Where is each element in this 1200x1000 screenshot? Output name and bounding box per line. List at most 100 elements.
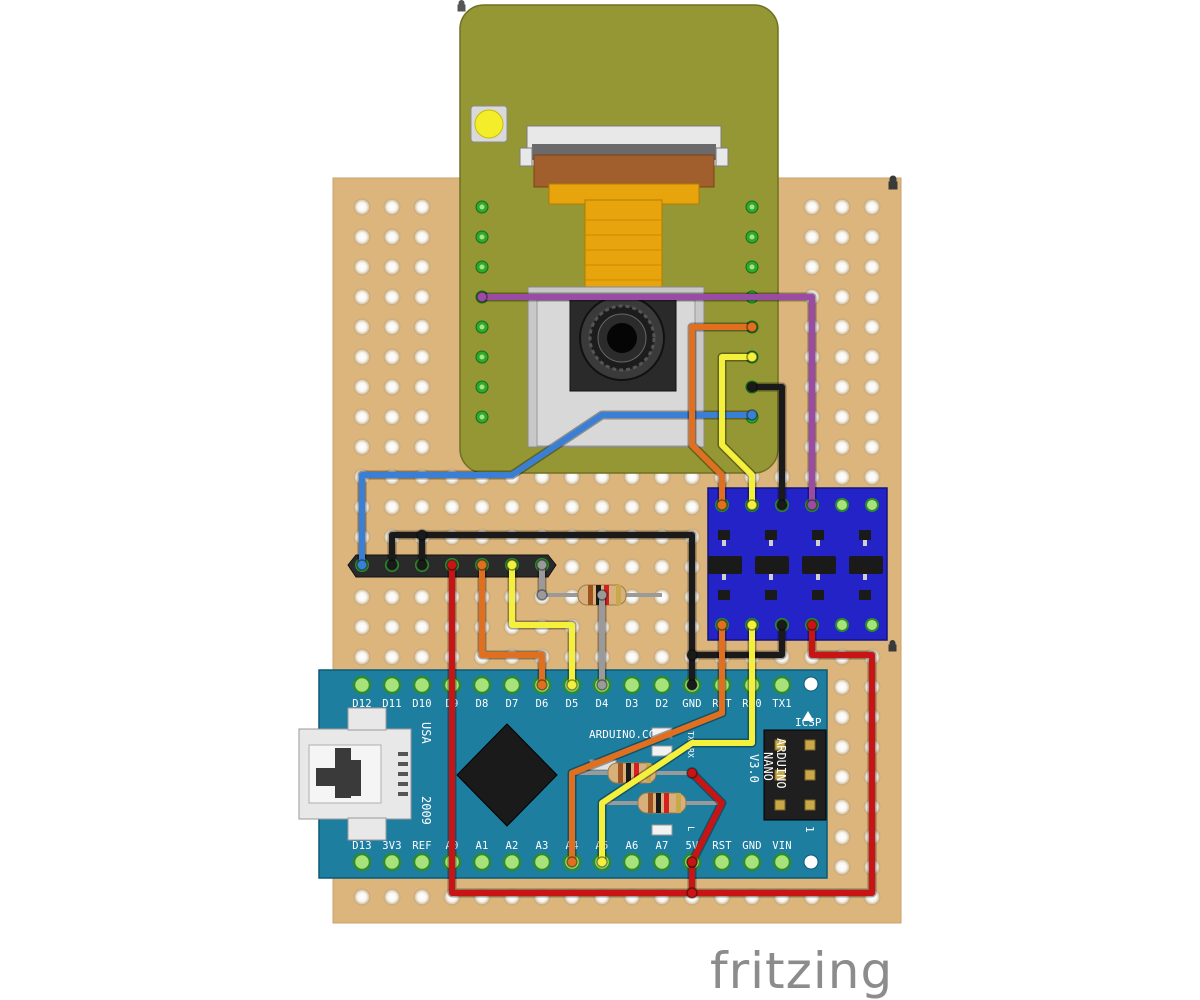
- nano-top-pin-label: D5: [565, 698, 578, 710]
- perfboard-hole: [833, 258, 851, 276]
- nano-bottom-pin-label: A6: [625, 840, 638, 852]
- perfboard-hole: [383, 288, 401, 306]
- mosfet-resistor-top: [859, 530, 871, 540]
- black-wire-header-gnd-end: [686, 679, 698, 691]
- perfboard-hole: [353, 618, 371, 636]
- nano-top-pin-label: D10: [412, 698, 432, 710]
- fpc-connector-top-right: [715, 147, 729, 167]
- perfboard-hole: [413, 258, 431, 276]
- mosfet-resistor-bottom: [765, 590, 777, 600]
- perfboard-hole: [383, 408, 401, 426]
- icsp-header[interactable]: [763, 729, 827, 821]
- nano-bottom-pin: [712, 852, 732, 872]
- nano-bottom-pin-label: RST: [712, 840, 732, 852]
- perfboard-hole: [803, 228, 821, 246]
- mosfet-contact-top: [722, 540, 726, 546]
- mosfet-resistor-bottom: [718, 590, 730, 600]
- resistor-band: [616, 585, 621, 605]
- black-wire-header-jumper-end: [416, 529, 428, 541]
- perfboard-hole: [833, 348, 851, 366]
- resistor-3: [602, 792, 722, 814]
- perfboard-hole: [653, 498, 671, 516]
- yellow-wire-shifter-end: [596, 856, 608, 868]
- nano-top-pin: [502, 675, 522, 695]
- mosfet-contact-top: [863, 540, 867, 546]
- perfboard-hole: [353, 648, 371, 666]
- perfboard-hole: [803, 258, 821, 276]
- perfboard-hole: [353, 288, 371, 306]
- perfboard-hole: [413, 408, 431, 426]
- orange-wire-header-end: [476, 559, 488, 571]
- perfboard-hole: [503, 498, 521, 516]
- perfboard-hole: [833, 708, 851, 726]
- nano-mount-hole-tr: [803, 676, 819, 692]
- perfboard-hole: [833, 798, 851, 816]
- perfboard-hole: [383, 888, 401, 906]
- nano-year-label: 2009: [419, 796, 433, 825]
- purple-wire-end: [806, 499, 818, 511]
- icsp-pin: [804, 739, 816, 751]
- yellow-wire-header-end: [566, 679, 578, 691]
- flex-cable: [584, 199, 663, 291]
- nano-bottom-pin: [652, 852, 672, 872]
- perfboard-hole: [863, 258, 881, 276]
- perfboard-hole: [833, 378, 851, 396]
- orange-wire-camera: [689, 324, 755, 508]
- flex-cable-traces: [585, 219, 662, 281]
- perfboard-hole: [593, 498, 611, 516]
- nano-l-led-label: L: [685, 826, 695, 831]
- nano-usa-label: USA: [419, 722, 433, 744]
- camera-pad-left-center: [479, 414, 485, 420]
- red-wire-5v-end: [686, 887, 698, 899]
- perfboard-hole: [863, 348, 881, 366]
- black-wire-header-gnd-end: [386, 559, 398, 571]
- nano-top-pin-label: D3: [625, 698, 638, 710]
- perfboard-hole: [833, 228, 851, 246]
- flex-cable-head: [533, 154, 715, 188]
- perfboard-hole: [383, 198, 401, 216]
- mosfet-contact-bottom: [769, 574, 773, 580]
- nano-bottom-pin: [772, 852, 792, 872]
- nano-maker-label: ARDUINO.CC: [589, 728, 655, 741]
- nano-top-pin: [772, 675, 792, 695]
- perfboard-hole: [383, 348, 401, 366]
- usb-contacts: [398, 752, 408, 796]
- perfboard-hole: [353, 348, 371, 366]
- mosfet-resistor-bottom: [859, 590, 871, 600]
- camera-module: [457, 0, 779, 474]
- orange-wire-camera-end: [716, 499, 728, 511]
- nano-top-pin: [352, 675, 372, 695]
- gray-wire-d4-end: [596, 679, 608, 691]
- level-shifter-pin-bottom: [865, 618, 879, 632]
- red-wire-resistor: [689, 770, 725, 865]
- perfboard-hole: [833, 768, 851, 786]
- nano-bottom-pin-label: A7: [655, 840, 668, 852]
- resistor-band: [618, 763, 623, 783]
- perfboard-hole: [833, 438, 851, 456]
- icsp-pin: [774, 769, 786, 781]
- nano-top-pin-label: D11: [382, 698, 402, 710]
- perfboard-hole: [833, 678, 851, 696]
- nano-top-pin-label: D4: [595, 698, 608, 710]
- mosfet: [802, 556, 836, 574]
- perfboard-hole: [383, 588, 401, 606]
- perfboard-hole: [413, 318, 431, 336]
- black-wire-shifter-gnd-end: [686, 649, 698, 661]
- mosfet-contact-top: [769, 540, 773, 546]
- icsp-pin1-label: 1: [803, 826, 816, 833]
- yellow-wire-shifter-end: [746, 619, 758, 631]
- resistor-band: [676, 793, 681, 813]
- perfboard-hole: [383, 258, 401, 276]
- perfboard-hole: [563, 558, 581, 576]
- perfboard-hole: [833, 738, 851, 756]
- nano-top-pin: [382, 675, 402, 695]
- icsp-pin: [774, 739, 786, 751]
- fritzing-logo: fritzing: [710, 942, 893, 1000]
- resistor-band: [588, 585, 593, 605]
- nano-top-pin-label: GND: [682, 698, 702, 710]
- nano-top-pin: [412, 675, 432, 695]
- yellow-wire-header-end: [506, 559, 518, 571]
- camera-pad-left-center: [479, 354, 485, 360]
- mosfet: [849, 556, 883, 574]
